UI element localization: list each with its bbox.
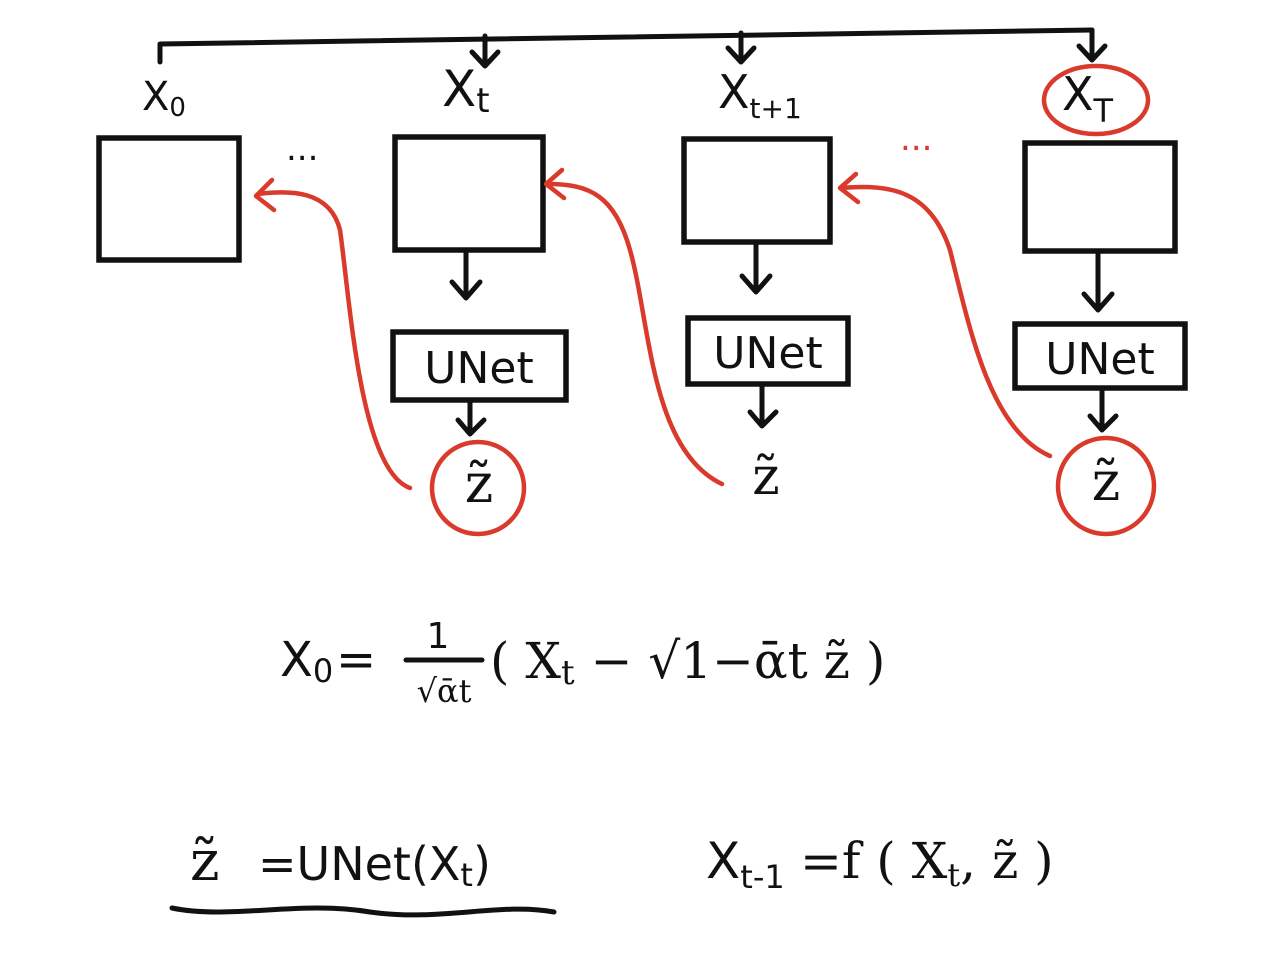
arrow-box-unet-xt1 [739, 241, 773, 295]
node-box-xt1 [681, 136, 833, 245]
eq2-lhs: z̃ [190, 829, 220, 894]
bus-line [157, 27, 1095, 65]
ellipsis-right: ... [900, 119, 932, 159]
feedback-arrow-2 [545, 181, 725, 487]
eq3-rhs: =f ( Xt, z̃ ) [800, 832, 1054, 894]
noise-symbol-xT: z̃ [1092, 450, 1120, 513]
node-box-xT [1022, 140, 1178, 254]
unet-label-xt1: UNet [713, 328, 822, 379]
arrow-unet-noise-xT [1087, 387, 1119, 433]
eq1-equals: = [336, 632, 376, 688]
unet-box-xt1 [685, 315, 851, 387]
ellipsis-left: ... [286, 129, 318, 169]
noise-symbol-xt1: z̃ [752, 447, 779, 507]
unet-box-xt [390, 329, 569, 403]
arrow-unet-noise-xt [455, 399, 487, 437]
feedback-arrow-2-head [543, 167, 567, 201]
arrow-unet-noise-xt1 [747, 383, 779, 429]
bus-arrow-xT [1076, 43, 1108, 63]
highlight-circle-xT [1041, 63, 1151, 137]
bus-arrow-xt1 [725, 45, 757, 65]
equation-reverse-step: Xt-1 =f ( Xt, z̃ ) [706, 832, 1054, 896]
feedback-arrows [253, 167, 1053, 491]
equation-x0: X0 = 1 √ᾱt ( Xt − √1−ᾱt z̃ ) [280, 616, 885, 710]
label-xt: Xt [442, 60, 490, 121]
noise-symbol-xt: z̃ [465, 452, 493, 515]
highlight-circle-noise-xT [1055, 435, 1157, 537]
arrow-box-unet-xT [1081, 251, 1115, 313]
node-box-xt [392, 134, 546, 253]
eq1-body: ( Xt − √1−ᾱt z̃ ) [490, 632, 885, 693]
eq1-frac-numerator: 1 [427, 616, 450, 657]
eq3-lhs: Xt-1 [706, 832, 785, 896]
unet-label-xt: UNet [424, 343, 533, 394]
label-xT: XT [1062, 67, 1114, 130]
feedback-arrow-3 [839, 184, 1053, 459]
feedback-arrow-3-head [837, 171, 861, 205]
arrow-box-unet-xt [449, 249, 483, 301]
eq2-underline [169, 905, 557, 918]
label-x0: X0 [142, 74, 186, 123]
node-box-x0 [96, 135, 242, 263]
unet-label-xT: UNet [1045, 334, 1154, 385]
unet-box-xT [1012, 321, 1188, 391]
equation-noise-unet: z̃ =UNet(Xt) [169, 829, 557, 918]
eq1-frac-denominator: √ᾱt [417, 672, 472, 710]
eq1-lhs: X0 [280, 632, 333, 690]
feedback-arrowhead-1 [253, 177, 277, 213]
highlight-circle-noise-xt [429, 439, 527, 537]
label-xt1: Xt+1 [718, 65, 802, 125]
eq2-rhs: =UNet(Xt) [258, 837, 491, 894]
feedback-arrow-1 [255, 190, 413, 491]
top-bus [157, 27, 1108, 69]
bus-arrow-xt [469, 49, 501, 69]
